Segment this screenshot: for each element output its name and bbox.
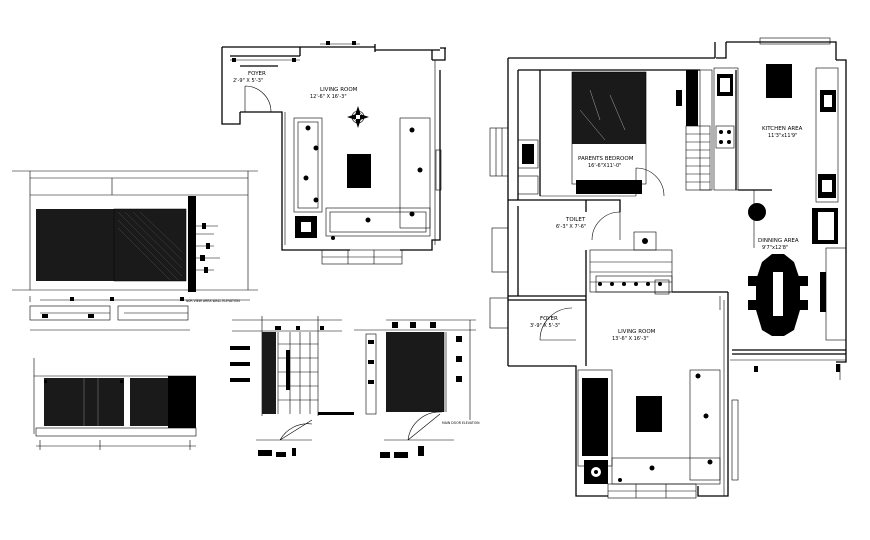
parents-bedroom-label: PARENTS BEDROOM [578,156,634,162]
refrigerator [748,203,766,221]
tv-wall-caption: N0R VIEW AREA WALL ELEVATION [186,299,240,303]
parents-bedroom-size: 16'-6"X11'-0" [588,163,621,169]
dining-table [748,254,808,336]
small-floor-plan: FOYER 2'-9" X 5'-3" LIVING ROOM 12'-6" X… [221,41,446,265]
compass-icon [347,106,369,128]
large-living-label: LIVING ROOM [618,329,656,335]
cabinet-elevation [33,358,197,450]
small-foyer-label: FOYER [248,71,266,77]
toilet-label: TOILET [565,217,586,223]
tv-wall-elevation: N0R VIEW AREA WALL ELEVATION [12,170,258,331]
large-foyer-size: 3'-9" X 5'-3" [530,323,560,329]
coffee-table [347,154,371,188]
door-elevation-right: MAIN DOOR ELEVATION [354,319,480,458]
dinning-size: 9'7"x12'8" [762,245,788,251]
kitchen-size: 11'3"x11'9" [768,133,797,139]
large-coffee-table [636,396,662,432]
small-foyer-size: 2'-9" X 5'-3" [233,78,263,84]
small-living-label: LIVING ROOM [320,87,358,93]
small-living-size: 12'-6" X 16'-3" [310,94,347,100]
door-caption: MAIN DOOR ELEVATION [442,421,480,425]
large-floor-plan: PARENTS BEDROOM 16'-6"X11'-0" KITCHEN AR… [489,37,847,499]
large-living-size: 13'-6" X 16'-3" [612,336,649,342]
door-elevation-left [230,316,354,457]
large-foyer-label: FOYER [540,316,558,322]
kitchen-label: KITCHEN AREA [762,126,803,132]
toilet-size: 6'-3" X 7'-6" [556,224,586,230]
dinning-label: DINNING AREA [758,238,799,244]
